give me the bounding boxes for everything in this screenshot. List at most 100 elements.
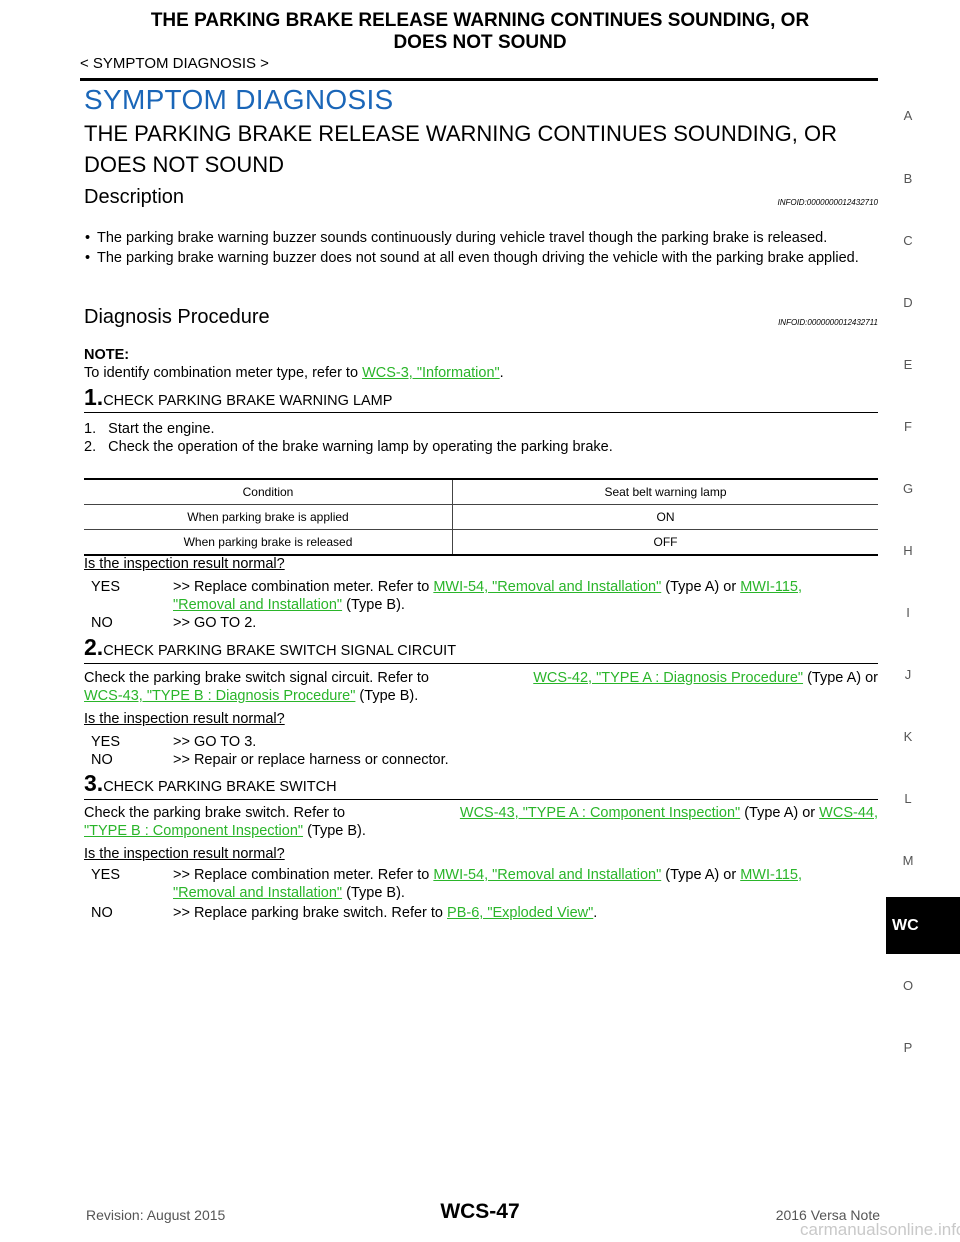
mwi-115-link[interactable]: MWI-115, <box>740 867 802 883</box>
side-index-p[interactable]: P <box>903 1040 913 1055</box>
note-text-lead: To identify combination meter type, refe… <box>84 365 363 381</box>
side-index-g[interactable]: G <box>902 481 914 496</box>
mwi-115-link[interactable]: MWI-115, <box>740 579 802 595</box>
side-index-a[interactable]: A <box>903 108 913 123</box>
table-header-row: Condition Seat belt warning lamp <box>84 478 878 505</box>
note-text-end: . <box>499 365 504 381</box>
yes-end: (Type B). <box>342 885 405 901</box>
breadcrumb: < SYMPTOM DIAGNOSIS > <box>80 55 269 72</box>
note-label: NOTE: <box>84 347 130 363</box>
page-header-title: THE PARKING BRAKE RELEASE WARNING CONTIN… <box>80 10 880 54</box>
step-1-instructions: 1. Start the engine. 2. Check the operat… <box>84 420 613 456</box>
step-2-divider <box>84 663 878 664</box>
wcs-44-link-cont[interactable]: "TYPE B : Component Inspection" <box>84 823 304 839</box>
step-1-item: 2. Check the operation of the brake warn… <box>84 439 613 455</box>
side-index-k[interactable]: K <box>903 729 913 744</box>
pb-6-link[interactable]: PB-6, "Exploded View" <box>447 905 594 921</box>
step-1-yes-row: YES>> Replace combination meter. Refer t… <box>91 578 879 596</box>
side-tab-wc[interactable]: WC <box>886 897 960 954</box>
table-cell: When parking brake is applied <box>84 504 453 530</box>
wcs-43-diag-link[interactable]: WCS-43, "TYPE B : Diagnosis Procedure" <box>84 688 356 704</box>
step-2-mid: (Type A) or <box>803 670 878 686</box>
table-cell: OFF <box>452 529 878 556</box>
section-title: SYMPTOM DIAGNOSIS <box>84 84 394 115</box>
side-index-b[interactable]: B <box>903 171 913 186</box>
step-2-end: (Type B). <box>355 688 419 704</box>
footer-model: 2016 Versa Note <box>775 1207 880 1223</box>
step-3-line2: "TYPE B : Component Inspection" (Type B)… <box>84 822 878 840</box>
side-index-i[interactable]: I <box>906 605 910 620</box>
wcs-44-link[interactable]: WCS-44, <box>819 805 878 821</box>
yes-mid: (Type A) or <box>661 579 741 595</box>
step-3-end: (Type B). <box>303 823 366 839</box>
step-3-text: Check the parking brake switch. Refer to… <box>84 804 878 840</box>
note-text: To identify combination meter type, refe… <box>84 364 504 382</box>
step-1-question: Is the inspection result normal? <box>84 556 285 572</box>
watermark: carmanualsonline.info <box>800 1220 960 1239</box>
mwi-115-link-cont[interactable]: "Removal and Installation" <box>173 597 343 613</box>
yes-mid: (Type A) or <box>661 867 741 883</box>
yes-end: (Type B). <box>342 597 405 613</box>
side-index-o[interactable]: O <box>902 978 914 993</box>
step-1-answers: YES>> Replace combination meter. Refer t… <box>91 578 879 632</box>
mwi-54-link[interactable]: MWI-54, "Removal and Installation" <box>433 867 662 883</box>
no-key: NO <box>91 615 113 631</box>
step-3-yes-row: YES>> Replace combination meter. Refer t… <box>91 866 879 884</box>
condition-table: Condition Seat belt warning lamp When pa… <box>84 478 878 556</box>
yes-text: >> GO TO 3. <box>173 734 257 750</box>
step-3-yes-row-cont: "Removal and Installation" (Type B). <box>91 884 879 902</box>
step-1-yes-row-cont: "Removal and Installation" (Type B). <box>91 596 879 614</box>
side-index-f[interactable]: F <box>904 419 912 434</box>
step-3-question: Is the inspection result normal? <box>84 846 285 862</box>
mwi-54-link[interactable]: MWI-54, "Removal and Installation" <box>433 579 662 595</box>
step-1-item: 1. Start the engine. <box>84 421 215 437</box>
description-infoid: INFOID:0000000012432710 <box>777 198 878 207</box>
side-index-j[interactable]: J <box>904 667 912 682</box>
step-3-text-lead: Check the parking brake switch. Refer to <box>84 805 346 821</box>
step-2-yes-row: YES >> GO TO 3. <box>91 733 879 751</box>
mwi-115-link-cont[interactable]: "Removal and Installation" <box>173 885 343 901</box>
side-index-l[interactable]: L <box>904 791 912 806</box>
no-text: >> GO TO 2. <box>173 615 257 631</box>
description-bullet: The parking brake warning buzzer sounds … <box>84 229 878 247</box>
description-bullet: The parking brake warning buzzer does no… <box>84 249 878 267</box>
step-1-number: 1. <box>84 384 104 410</box>
table-row: When parking brake is applied ON <box>84 504 878 530</box>
footer-page-number: WCS-47 <box>440 1200 520 1223</box>
side-index-h[interactable]: H <box>903 543 913 558</box>
subsection-title-line2: DOES NOT SOUND <box>84 152 285 177</box>
subsection-title: THE PARKING BRAKE RELEASE WARNING CONTIN… <box>84 118 884 180</box>
yes-text: >> Replace combination meter. Refer to <box>173 579 434 595</box>
wcs-42-link[interactable]: WCS-42, "TYPE A : Diagnosis Procedure" <box>533 670 804 686</box>
step-3-line1: Check the parking brake switch. Refer to… <box>84 804 878 822</box>
step-1-no-row: NO >> GO TO 2. <box>91 614 879 632</box>
yes-key: YES <box>91 734 121 750</box>
procedure-infoid: INFOID:0000000012432711 <box>778 318 878 327</box>
table-row: When parking brake is released OFF <box>84 529 878 556</box>
step-2-no-row: NO>> Repair or replace harness or connec… <box>91 751 879 769</box>
step-3-answers: YES>> Replace combination meter. Refer t… <box>91 866 879 922</box>
table-cell: ON <box>452 504 878 530</box>
side-index-d[interactable]: D <box>903 295 913 310</box>
table-header-cell: Seat belt warning lamp <box>452 478 878 505</box>
yes-text: >> Replace combination meter. Refer to <box>173 867 434 883</box>
step-2-heading: 2.CHECK PARKING BRAKE SWITCH SIGNAL CIRC… <box>84 634 456 661</box>
side-index-m[interactable]: M <box>902 853 914 868</box>
table-cell: When parking brake is released <box>84 529 453 556</box>
description-heading: Description <box>84 186 185 208</box>
wcs-43-comp-link[interactable]: WCS-43, "TYPE A : Component Inspection" <box>459 805 741 821</box>
step-3-heading: 3.CHECK PARKING BRAKE SWITCH <box>84 770 337 797</box>
step-1-heading: 1.CHECK PARKING BRAKE WARNING LAMP <box>84 384 392 411</box>
side-index-c[interactable]: C <box>903 233 913 248</box>
header-divider <box>80 78 878 81</box>
step-3-title: CHECK PARKING BRAKE SWITCH <box>103 779 337 795</box>
header-title-line1: THE PARKING BRAKE RELEASE WARNING CONTIN… <box>150 10 810 31</box>
step-2-answers: YES >> GO TO 3. NO>> Repair or replace ha… <box>91 733 879 769</box>
step-2-number: 2. <box>84 634 104 660</box>
step-2-text: Check the parking brake switch signal ci… <box>84 669 878 705</box>
footer-revision: Revision: August 2015 <box>86 1207 226 1223</box>
note-link[interactable]: WCS-3, "Information" <box>362 365 500 381</box>
side-index-e[interactable]: E <box>903 357 913 372</box>
no-key: NO <box>91 905 113 921</box>
step-2-title: CHECK PARKING BRAKE SWITCH SIGNAL CIRCUI… <box>103 643 457 659</box>
